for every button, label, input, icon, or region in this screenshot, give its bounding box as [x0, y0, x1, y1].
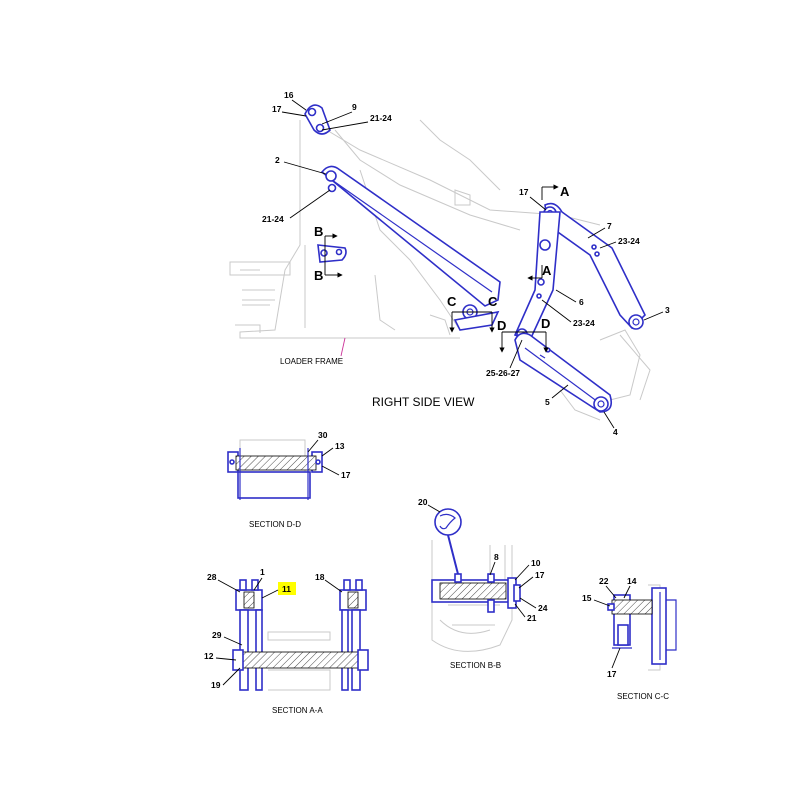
callout-21-24-top: 21-24	[370, 113, 392, 123]
section-aa: 28 1 11 18 29 12 19 SECTION A-A	[204, 567, 369, 715]
aa-callout-18: 18	[315, 572, 325, 582]
aa-callout-29: 29	[212, 630, 222, 640]
callout-7: 7	[607, 221, 612, 231]
aa-callout-11-highlight	[278, 582, 296, 595]
dd-callout-30: 30	[318, 430, 328, 440]
cc-callout-17: 17	[607, 669, 617, 679]
dd-callout-17: 17	[341, 470, 351, 480]
section-dd-label: SECTION D-D	[249, 520, 301, 529]
right-side-view: A A B B C C D D 16	[229, 90, 670, 437]
cut-a-top-label: A	[560, 184, 570, 199]
callouts-main: 16 17 9 21-24 2 21-24 17 7 23-24 6 3 23-…	[262, 90, 670, 437]
link-6	[513, 211, 561, 341]
aa-callout-28: 28	[207, 572, 217, 582]
aa-callout-12: 12	[204, 651, 214, 661]
callout-17-right: 17	[519, 187, 529, 197]
cut-d: D D	[497, 316, 550, 353]
cut-c-right-label: C	[488, 294, 498, 309]
section-cc: 22 14 15 17 SECTION C-C	[582, 576, 677, 701]
upper-link	[304, 104, 331, 135]
cc-callout-22: 22	[599, 576, 609, 586]
section-dd: 30 13 17 SECTION D-D	[227, 430, 351, 529]
callout-25-26-27: 25-26-27	[486, 368, 520, 378]
callout-9: 9	[352, 102, 357, 112]
callout-4: 4	[613, 427, 618, 437]
callout-17-top: 17	[272, 104, 282, 114]
bb-callout-17: 17	[535, 570, 545, 580]
bracket-bb	[317, 244, 347, 263]
cut-a: A A	[527, 184, 570, 281]
loader-frame-label: LOADER FRAME	[280, 357, 343, 366]
bb-callout-10: 10	[531, 558, 541, 568]
tilt-lever-5	[514, 332, 613, 413]
callout-21-24-mid: 21-24	[262, 214, 284, 224]
cut-c-left-label: C	[447, 294, 457, 309]
view-title: RIGHT SIDE VIEW	[372, 395, 475, 409]
cc-callout-14: 14	[627, 576, 637, 586]
bb-callout-21: 21	[527, 613, 537, 623]
callout-23-24-mid: 23-24	[573, 318, 595, 328]
loader-frame-leader	[340, 337, 346, 357]
section-aa-label: SECTION A-A	[272, 706, 323, 715]
cut-d-left-label: D	[497, 318, 506, 333]
dd-callout-13: 13	[335, 441, 345, 451]
callout-5: 5	[545, 397, 550, 407]
cut-c: C C	[447, 294, 498, 333]
cc-callout-15: 15	[582, 593, 592, 603]
section-bb-label: SECTION B-B	[450, 661, 501, 670]
callout-2: 2	[275, 155, 280, 165]
bb-callout-20: 20	[418, 497, 428, 507]
section-bb: 20 8 10 17 24 21 SECTION B-B	[418, 497, 548, 670]
cut-a-bottom-label: A	[542, 263, 552, 278]
cut-d-right-label: D	[541, 316, 550, 331]
callout-6: 6	[579, 297, 584, 307]
callout-3: 3	[665, 305, 670, 315]
cut-b-top-label: B	[314, 224, 323, 239]
callout-23-24-top: 23-24	[618, 236, 640, 246]
aa-callout-11: 11	[282, 584, 291, 594]
cut-b: B B	[314, 224, 343, 283]
bb-callout-8: 8	[494, 552, 499, 562]
section-cc-label: SECTION C-C	[617, 692, 669, 701]
aa-callout-19: 19	[211, 680, 221, 690]
callout-16: 16	[284, 90, 294, 100]
cut-b-bottom-label: B	[314, 268, 323, 283]
bb-callout-24: 24	[538, 603, 548, 613]
aa-callout-1: 1	[260, 567, 265, 577]
